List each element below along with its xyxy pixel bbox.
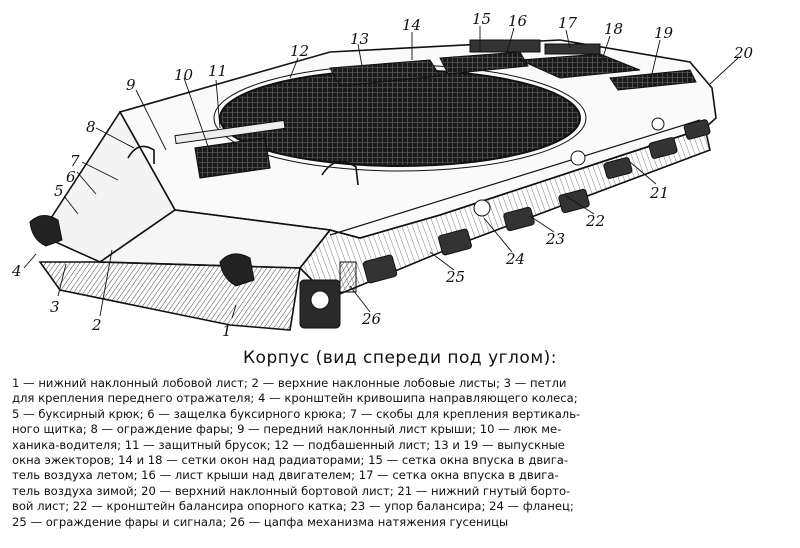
label-16: 16 [508,12,528,30]
label-22: 22 [585,212,605,230]
label-12: 12 [290,42,309,60]
label-19: 19 [654,24,674,42]
caption-line: 5 — буксирный крюк; 6 — защелка буксирно… [12,406,581,421]
label-10: 10 [174,66,194,84]
caption-line: 25 — ограждение фары и сигнала; 26 — цап… [12,514,509,529]
label-15: 15 [472,10,491,28]
label-13: 13 [350,30,369,48]
label-4: 4 [11,262,22,280]
caption-line: вой лист; 22 — кронштейн балансира опорн… [12,499,574,514]
label-7: 7 [70,152,80,170]
label-21: 21 [649,184,669,202]
caption-line: для крепления переднего отражателя; 4 — … [12,391,578,406]
caption-line: тель воздуха летом; 16 — лист крыши над … [12,468,559,483]
label-17: 17 [558,14,578,32]
label-14: 14 [402,16,421,34]
callout-numbers: 1 2 3 4 5 6 7 8 9 10 11 12 13 14 15 16 1… [11,10,754,340]
hull-diagram: 1 2 3 4 5 6 7 8 9 10 11 12 13 14 15 16 1… [11,10,754,340]
label-25: 25 [445,268,465,286]
engine-deck-grilles [329,39,697,91]
idler-crank [299,261,357,329]
label-9: 9 [126,76,136,94]
suspension-brackets [362,117,711,284]
label-5: 5 [54,182,64,200]
tow-hooks [29,215,255,287]
leader-lines [23,26,739,319]
label-2: 2 [91,316,102,334]
label-24: 24 [505,250,525,268]
label-23: 23 [545,230,565,248]
turret-ring-mesh [213,64,587,172]
caption-line: ханика-водителя; 11 — защитный брусок; 1… [12,437,565,452]
label-3: 3 [50,298,60,316]
caption-line: ного щитка; 8 — ограждение фары; 9 — пер… [12,422,562,437]
headlight-guards [127,145,359,186]
label-8: 8 [86,118,96,136]
label-20: 20 [733,44,754,62]
figure-title: Корпус (вид спереди под углом): [242,348,558,368]
caption-line: окна эжекторов; 14 и 18 — сетки окон над… [12,453,569,468]
driver-hatch [174,119,286,179]
caption-line: тель воздуха зимой; 20 — верхний наклонн… [12,483,571,498]
label-11: 11 [208,62,227,80]
caption-line: 1 — нижний наклонный лобовой лист; 2 — в… [12,376,567,390]
label-1: 1 [222,322,232,340]
figure-caption: 1 — нижний наклонный лобовой лист; 2 — в… [12,376,788,530]
label-26: 26 [361,310,382,328]
label-18: 18 [604,20,623,38]
label-6: 6 [66,168,76,186]
